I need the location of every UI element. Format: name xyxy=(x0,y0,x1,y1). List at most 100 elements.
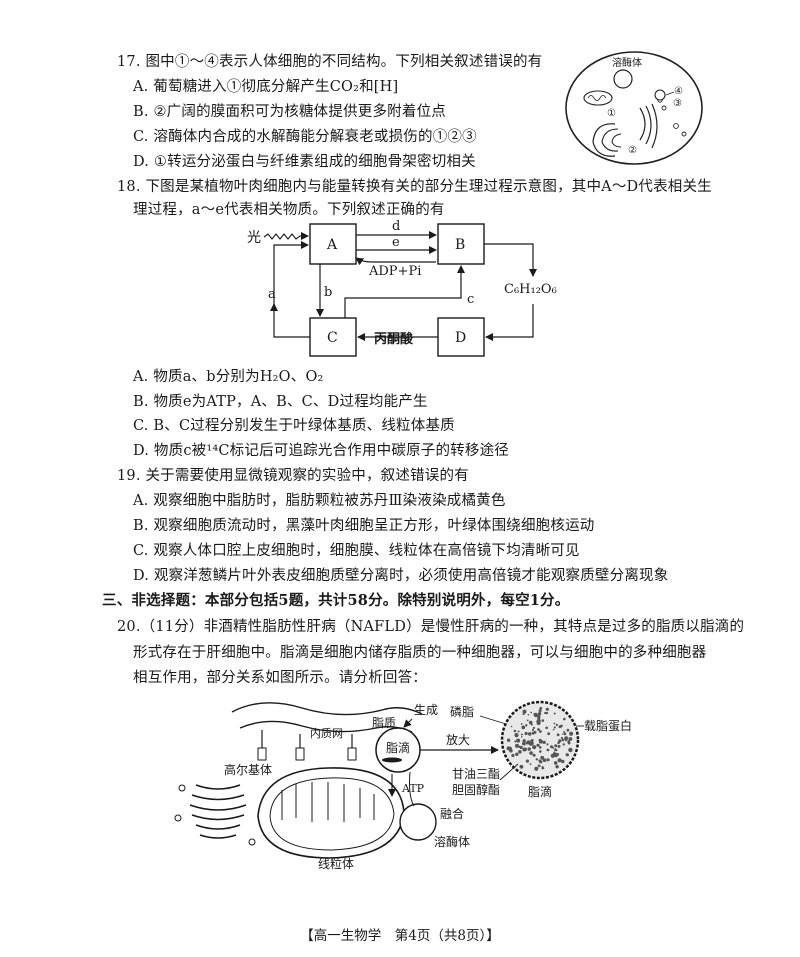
droplet-speckle xyxy=(520,723,523,725)
droplet-speckle xyxy=(538,759,542,763)
droplet-speckle xyxy=(527,732,532,736)
droplet-speckle xyxy=(539,706,543,710)
droplet-speckle xyxy=(547,732,551,736)
er-band xyxy=(231,702,423,716)
droplet-speckle xyxy=(555,749,558,752)
q17-mark-1: ① xyxy=(607,108,616,119)
label-d-small: d xyxy=(392,219,400,234)
droplet-speckle xyxy=(526,719,529,722)
droplet-speckle xyxy=(544,711,547,715)
label-e-small: e xyxy=(392,235,400,250)
droplet-speckle xyxy=(518,750,522,754)
mito-label: 线粒体 xyxy=(318,856,354,871)
droplet-speckle xyxy=(567,741,571,745)
droplet-speckle xyxy=(568,747,573,753)
chol-label: 胆固醇酯 xyxy=(452,782,500,797)
atp-label: ATP xyxy=(401,782,425,795)
droplet-speckle xyxy=(531,731,535,735)
q19-option-a: A. 观察细胞中脂肪时，脂肪颗粒被苏丹Ⅲ染液染成橘黄色 xyxy=(133,493,506,509)
droplet-speckle xyxy=(538,712,542,716)
droplet-speckle xyxy=(529,741,534,746)
box-d xyxy=(437,317,485,357)
droplet-speckle xyxy=(515,752,519,756)
droplet-speckle xyxy=(546,743,549,746)
droplet-speckle xyxy=(532,726,536,730)
generate-label: 生成 xyxy=(414,703,438,717)
q17-mark-3: ③ xyxy=(673,98,682,109)
er-label: 内质网 xyxy=(310,726,343,740)
q18-option-c: C. B、C过程分别发生于叶绿体基质、线粒体基质 xyxy=(133,418,455,434)
droplet-speckle xyxy=(538,709,542,713)
label-pyruvate: 丙酮酸 xyxy=(374,331,414,347)
droplet-speckle xyxy=(530,711,533,714)
droplet-speckle xyxy=(557,758,562,763)
droplet-speckle xyxy=(554,744,558,748)
droplet-speckle xyxy=(521,736,523,738)
label-a: A xyxy=(326,237,338,253)
q18-stem-line2: 理过程，a～e代表相关物质。下列叙述正确的有 xyxy=(133,202,445,218)
q20-line3: 相互作用，部分关系如图所示。请分析回答： xyxy=(133,670,427,686)
droplet-speckle xyxy=(528,720,533,725)
droplet-speckle xyxy=(527,714,530,716)
droplet-speckle xyxy=(532,753,536,757)
q20-line1: 20.（11分）非酒精性脂肪性肝病（NAFLD）是慢性肝病的一种，其特点是过多的… xyxy=(117,619,745,635)
droplet-speckle xyxy=(557,744,561,748)
droplet-speckle xyxy=(539,730,542,733)
box-c xyxy=(309,317,357,357)
droplet-speckle xyxy=(509,746,512,749)
droplet-speckle xyxy=(541,767,545,770)
droplet-speckle xyxy=(553,722,556,725)
phospholipid-label: 磷脂 xyxy=(450,704,474,719)
droplet-speckle xyxy=(565,737,568,740)
droplet-speckle xyxy=(539,746,542,749)
q18-option-a: A. 物质a、b分别为H₂O、O₂ xyxy=(133,369,324,385)
droplet-speckle xyxy=(558,739,562,743)
mitochondrion-outline xyxy=(257,767,405,859)
lysosome-shape xyxy=(613,69,633,89)
label-c-small: c xyxy=(467,292,474,307)
droplet-speckle xyxy=(552,728,555,731)
droplet-speckle xyxy=(537,714,541,718)
tg-label: 甘油三酯 xyxy=(452,767,500,781)
droplet-speckle xyxy=(516,738,520,743)
droplet-speckle xyxy=(524,731,528,736)
droplet-speckle xyxy=(540,755,545,760)
droplet-speckle xyxy=(537,728,540,731)
droplet-speckle xyxy=(566,728,570,732)
droplet-speckle xyxy=(527,747,531,751)
droplet-speckle xyxy=(522,709,527,714)
droplet-label: 脂滴 xyxy=(386,740,410,755)
q20-line2: 形式存在于肝细胞中。脂滴是细胞内储存脂质的一种细胞器，可以与细胞中的多种细胞器 xyxy=(133,645,707,661)
q19-stem: 19. 关于需要使用显微镜观察的实验中，叙述错误的有 xyxy=(117,468,469,484)
droplet-speckle xyxy=(536,720,538,723)
label-adp: ADP+Pi xyxy=(368,264,421,279)
droplet-speckle xyxy=(510,725,513,728)
droplet-speckle xyxy=(552,746,554,749)
q19-option-c: C. 观察人体口腔上皮细胞时，细胞膜、线粒体在高倍镜下均清晰可见 xyxy=(133,543,580,559)
droplet-speckle xyxy=(545,726,548,730)
droplet-speckle xyxy=(539,750,542,753)
lysosome-circle xyxy=(399,803,437,841)
q17-option-a: A. 葡萄糖进入①彻底分解产生CO₂和[H] xyxy=(133,79,399,95)
droplet-speckle xyxy=(533,712,539,718)
droplet-speckle xyxy=(550,753,555,758)
droplet-speckle xyxy=(519,745,523,750)
lipid-label: 脂质 xyxy=(372,715,396,730)
droplet-speckle xyxy=(553,712,556,715)
droplet-speckle xyxy=(562,733,564,735)
droplet-speckle xyxy=(509,748,513,753)
droplet-speckle xyxy=(517,730,520,733)
droplet-speckle xyxy=(561,759,565,764)
droplet-speckle xyxy=(545,711,549,715)
droplet-speckle xyxy=(553,751,556,754)
droplet-speckle xyxy=(506,738,511,742)
droplet-speckle xyxy=(515,743,519,748)
droplet-speckle xyxy=(531,728,535,732)
q17-option-c: C. 溶酶体内合成的水解酶能分解衰老或损伤的①②③ xyxy=(133,129,477,145)
droplet-speckle xyxy=(560,724,563,728)
label-glucose: C₆H₁₂O₆ xyxy=(504,282,557,297)
droplet-speckle xyxy=(525,759,530,763)
droplet-speckle xyxy=(537,764,541,768)
droplet-speckle xyxy=(522,741,526,746)
